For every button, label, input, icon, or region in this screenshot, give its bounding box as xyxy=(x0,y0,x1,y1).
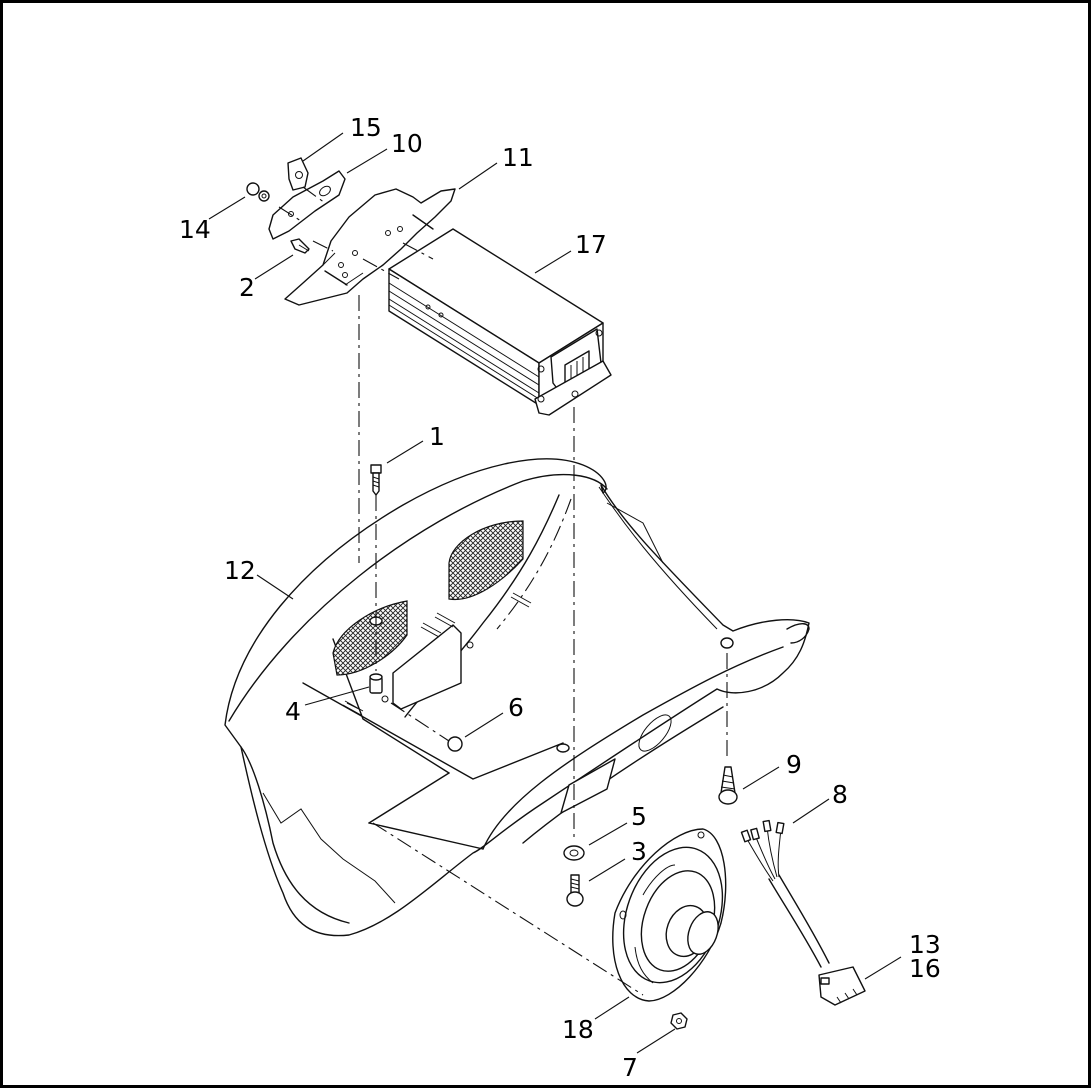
studs xyxy=(342,592,532,716)
callout-8: 8 xyxy=(832,780,848,809)
nut-washer xyxy=(246,182,270,202)
callout-1: 1 xyxy=(429,422,445,451)
callout-12: 12 xyxy=(224,556,256,585)
callout-14: 14 xyxy=(179,215,211,244)
wiring-harness xyxy=(740,819,830,968)
washer xyxy=(563,845,585,861)
callout-13: 13 xyxy=(909,930,941,959)
speaker-housing xyxy=(224,458,810,937)
speaker xyxy=(612,828,727,1002)
callout-16: 16 xyxy=(909,954,941,983)
nut-speaker xyxy=(670,1012,688,1030)
gasket-plate xyxy=(268,170,346,240)
screw-tapping xyxy=(718,766,738,805)
callout-9: 9 xyxy=(786,750,802,779)
callout-15: 15 xyxy=(350,113,382,142)
screw-speaker xyxy=(566,874,584,907)
assembly-lines xyxy=(278,186,728,996)
callout-3: 3 xyxy=(631,837,647,866)
screw-bracket xyxy=(290,238,310,254)
callout-17: 17 xyxy=(575,230,607,259)
callout-18: 18 xyxy=(562,1015,594,1044)
amplifier xyxy=(388,228,612,416)
callout-4: 4 xyxy=(285,697,301,726)
leader-lines xyxy=(208,132,902,1054)
screw-top xyxy=(370,464,382,496)
harness-connector xyxy=(818,966,866,1006)
mounting-bracket xyxy=(284,188,456,306)
clip-nut xyxy=(287,157,309,191)
speaker-grilles xyxy=(332,520,524,676)
callout-labels: 15 10 11 14 2 17 1 12 4 6 9 8 5 3 13 16 … xyxy=(179,113,941,1082)
diagram-canvas: 15 10 11 14 2 17 1 12 4 6 9 8 5 3 13 16 … xyxy=(179,113,941,1082)
callout-2: 2 xyxy=(239,273,255,302)
callout-5: 5 xyxy=(631,802,647,831)
callout-7: 7 xyxy=(622,1053,638,1082)
plug xyxy=(447,736,463,752)
callout-11: 11 xyxy=(502,143,534,172)
callout-6: 6 xyxy=(508,693,524,722)
callout-10: 10 xyxy=(391,129,423,158)
